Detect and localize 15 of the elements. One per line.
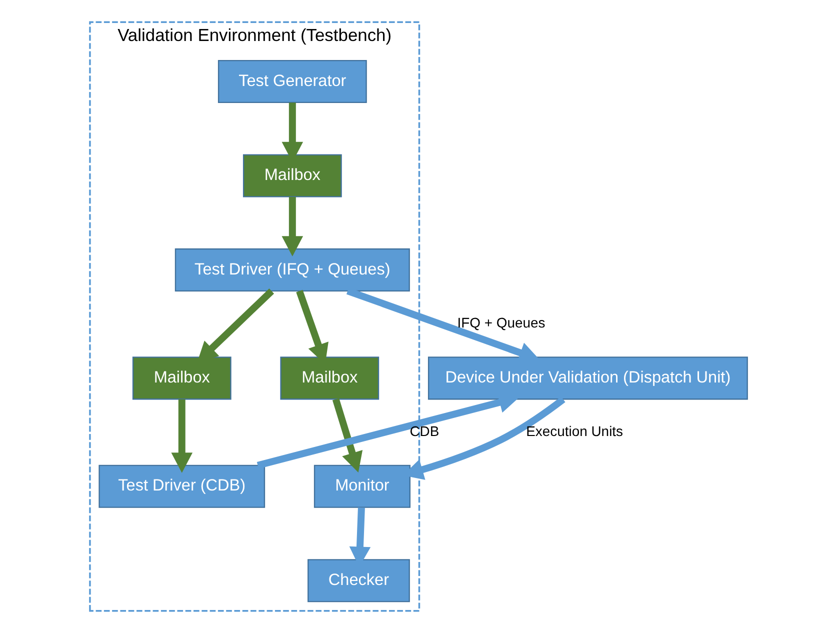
node-box: Test Driver (CDB) <box>98 464 265 508</box>
node-box: Test Driver (IFQ + Queues) <box>174 248 410 292</box>
node-box: Test Generator <box>217 60 366 103</box>
node-box: Monitor <box>313 464 410 508</box>
edge-label: IFQ + Queues <box>456 314 545 331</box>
arrow <box>170 399 192 473</box>
arrow <box>281 196 303 256</box>
node-box: Mailbox <box>280 356 379 400</box>
edge-label: Execution Units <box>526 422 623 439</box>
node-box: Mailbox <box>132 356 231 400</box>
arrow <box>332 398 362 473</box>
node-box: Checker <box>307 559 410 602</box>
node-box: Device Under Validation (Dispatch Unit) <box>427 356 748 400</box>
edge-label: CDB <box>409 422 439 439</box>
node-box: Mailbox <box>242 154 342 198</box>
